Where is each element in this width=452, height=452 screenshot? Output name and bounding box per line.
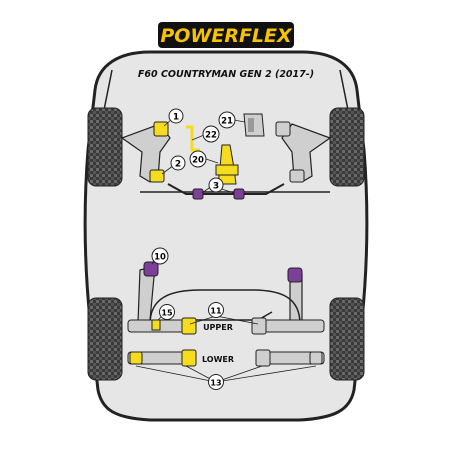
bush-11-left	[181, 317, 197, 335]
callout-3: 3	[208, 177, 224, 193]
bush-11-right	[251, 317, 267, 335]
car-body-outline	[83, 50, 369, 422]
body-contour-right	[339, 69, 349, 111]
svg-text:3: 3	[213, 182, 219, 192]
front-left-tyre	[87, 107, 123, 187]
front-right-tyre	[329, 107, 365, 187]
mount-21-inner	[248, 118, 254, 132]
rear-left-tyre	[87, 297, 123, 381]
bush-13-left-outer	[129, 351, 143, 365]
svg-text:10: 10	[154, 253, 166, 263]
rear-right-upper-link	[263, 319, 325, 333]
callout-2: 2	[170, 155, 186, 171]
svg-text:1: 1	[173, 113, 179, 123]
bush-13-left-inner	[181, 349, 197, 367]
bush-3-right	[233, 188, 245, 200]
callout-13: 13	[208, 374, 224, 390]
bush-3-left	[192, 188, 204, 200]
callout-15: 15	[159, 304, 175, 320]
svg-text:2: 2	[175, 160, 181, 170]
callout-11: 11	[208, 302, 224, 318]
callout-10: 10	[151, 247, 169, 265]
engine-mount-base	[215, 164, 239, 176]
anti-roll-bar	[167, 183, 285, 195]
rear-subframe-curve	[149, 289, 301, 325]
svg-text:11: 11	[210, 307, 222, 316]
svg-text:22: 22	[205, 131, 217, 141]
label-lower: LOWER	[202, 355, 234, 364]
bush-10-left	[143, 261, 159, 277]
callout-22: 22	[202, 125, 220, 143]
bush-13-right-outer	[309, 351, 323, 365]
svg-text:POWERFLEX: POWERFLEX	[160, 25, 293, 47]
rear-right-tyre	[329, 297, 365, 381]
bush-1-right	[275, 121, 291, 137]
svg-text:21: 21	[221, 117, 233, 127]
insert-22	[186, 125, 200, 152]
svg-text:15: 15	[161, 309, 173, 318]
powerflex-logo: POWERFLEX	[158, 22, 294, 48]
body-contour-left	[103, 69, 113, 111]
bush-2-right	[289, 169, 305, 183]
bush-13-right-inner	[255, 349, 271, 367]
svg-text:13: 13	[210, 379, 221, 388]
bush-10-right	[287, 267, 303, 283]
bush-2-left	[149, 169, 165, 183]
callout-20: 20	[189, 150, 207, 168]
bush-15	[151, 319, 161, 331]
svg-text:20: 20	[192, 156, 204, 166]
callout-21: 21	[218, 111, 236, 129]
vehicle-subtitle: F60 COUNTRYMAN GEN 2 (2017-)	[138, 69, 314, 80]
label-upper: UPPER	[203, 323, 233, 332]
callout-1: 1	[168, 108, 184, 124]
